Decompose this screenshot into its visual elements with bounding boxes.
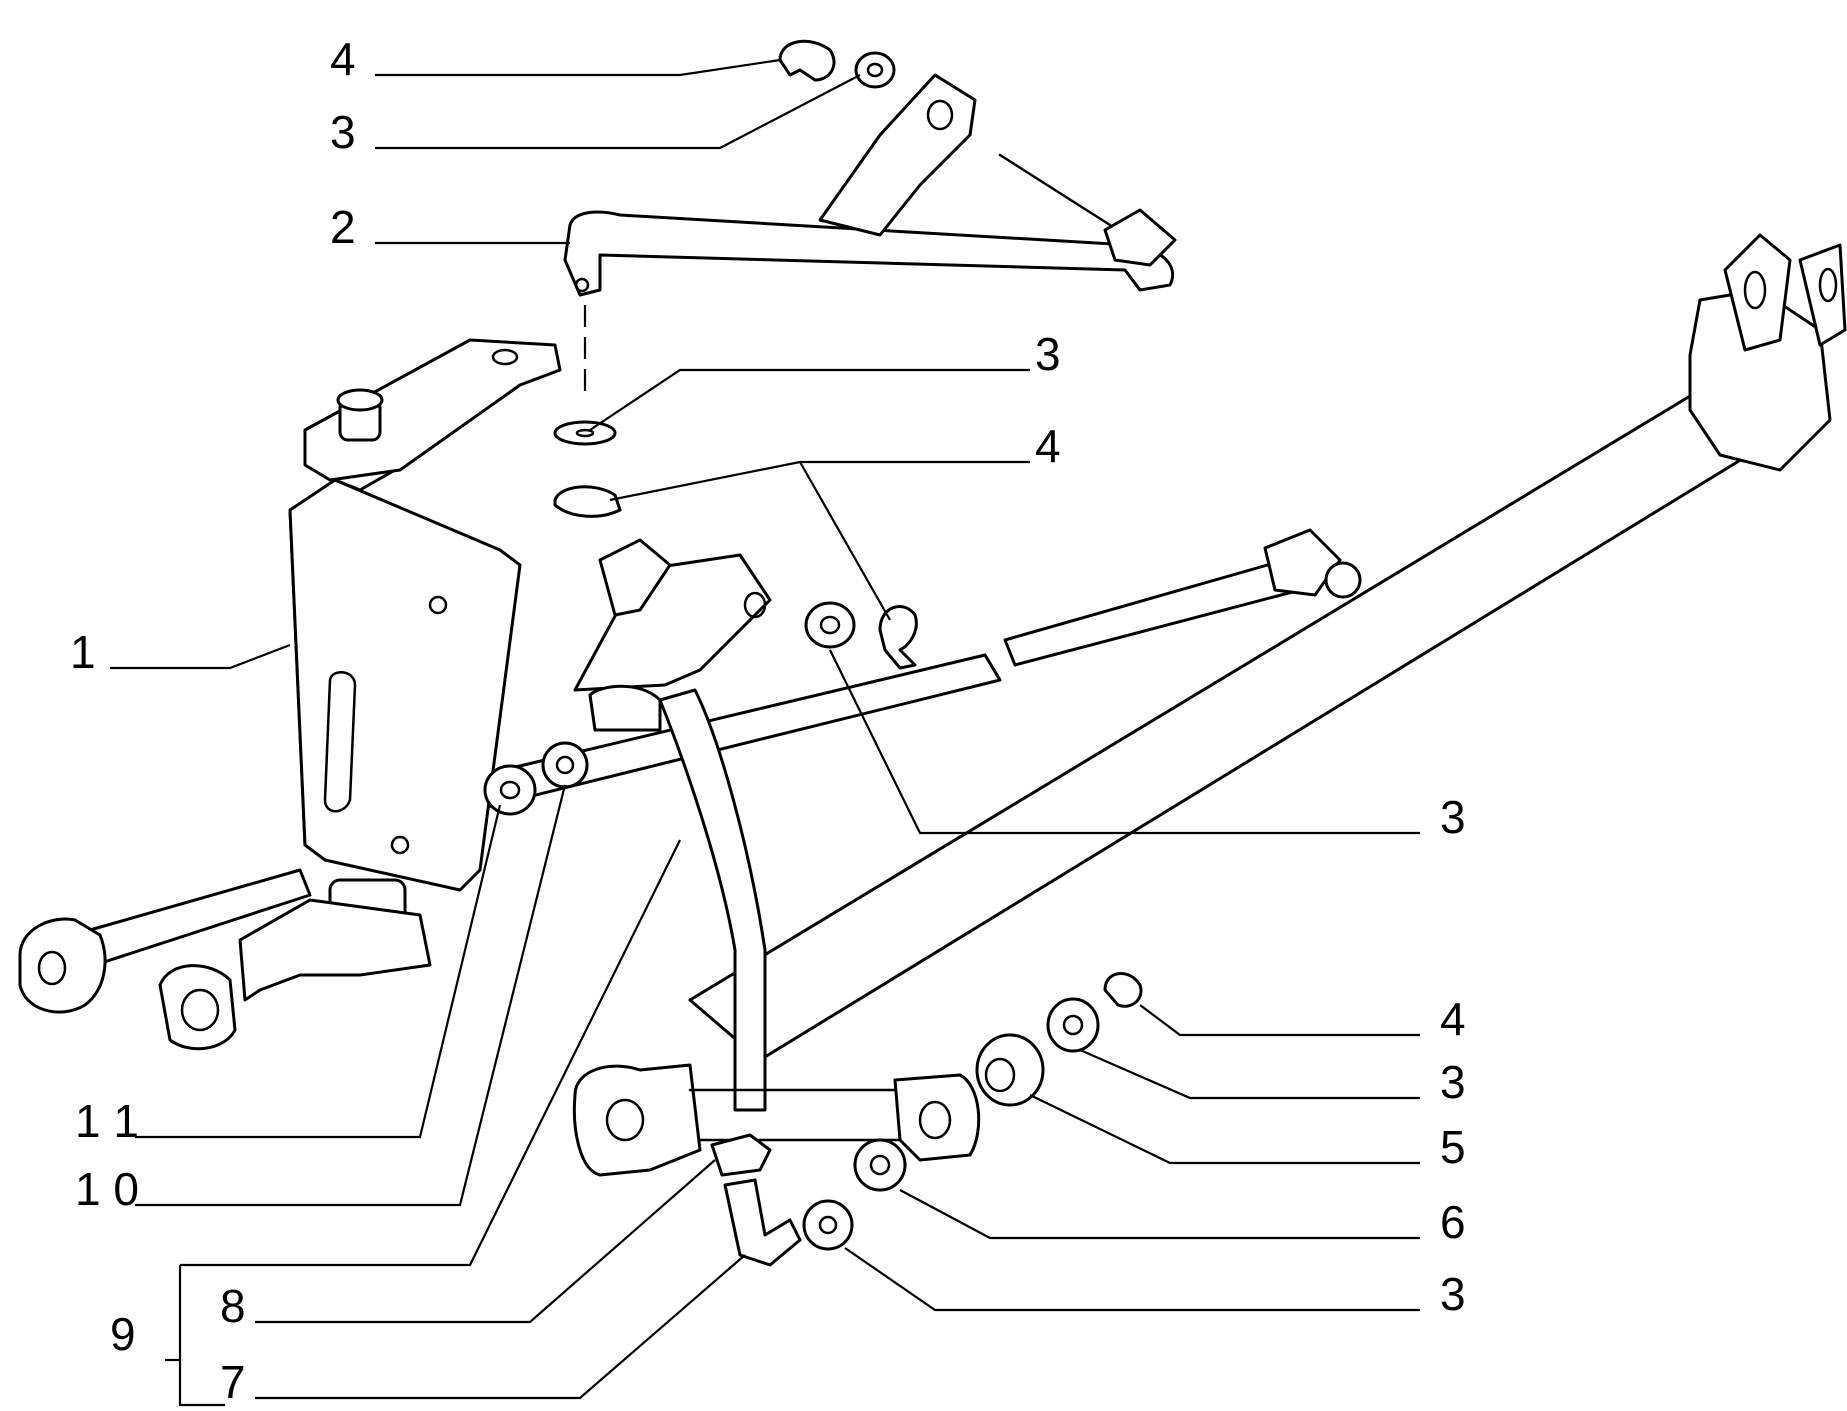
callout-3-upper-right: 3	[1035, 328, 1061, 380]
washer-under-rod	[553, 420, 617, 446]
washer-3-bottom	[802, 1199, 854, 1251]
callout-4-upper-right: 4	[1035, 420, 1061, 472]
callout-8: 8	[220, 1280, 246, 1332]
washer-6	[853, 1138, 907, 1192]
callout-10: 1 0	[75, 1163, 139, 1215]
fasteners	[483, 39, 1143, 1267]
callout-11: 1 1	[75, 1095, 139, 1147]
callout-3-top: 3	[330, 106, 356, 158]
nut-8	[710, 1133, 772, 1177]
upper-link-rod	[563, 208, 1177, 297]
upper-fork	[818, 73, 1112, 237]
washer-11	[483, 764, 537, 816]
callout-3-mid-right: 3	[1440, 791, 1466, 843]
nut-10	[541, 741, 589, 789]
callout-4-top: 4	[330, 33, 356, 85]
selector-tube	[688, 233, 1847, 1062]
callout-3-bottom-right: 3	[1440, 1268, 1466, 1320]
callout-1: 1	[70, 626, 96, 678]
gear-lever	[573, 538, 772, 1112]
callout-3-lower-right: 3	[1440, 1056, 1466, 1108]
lower-left-rod	[18, 868, 312, 1014]
bolt-7	[723, 1178, 802, 1267]
lower-yoke	[572, 1063, 981, 1177]
callout-2: 2	[330, 201, 356, 253]
retaining-clip-mid	[553, 485, 622, 518]
callout-4-lower-right: 4	[1440, 993, 1466, 1045]
support-bracket	[158, 338, 562, 1051]
retaining-clip-top	[778, 39, 836, 82]
callout-6: 6	[1440, 1196, 1466, 1248]
callout-labels: 4 3 2 3 4 1 3 4 3 5 6 3 1 1 1 0 9 8 7	[70, 33, 1466, 1408]
callout-9: 9	[110, 1308, 136, 1360]
washer-right-of-lever	[804, 601, 856, 649]
leader-lines	[110, 58, 1420, 1407]
r-clip-right-of-lever	[878, 605, 918, 670]
callout-7: 7	[220, 1356, 246, 1408]
clip-4-lower	[1103, 972, 1143, 1008]
bush-5	[975, 1033, 1045, 1107]
washer-top	[854, 51, 896, 89]
washer-3-lower	[1046, 997, 1100, 1053]
callout-5: 5	[1440, 1121, 1466, 1173]
